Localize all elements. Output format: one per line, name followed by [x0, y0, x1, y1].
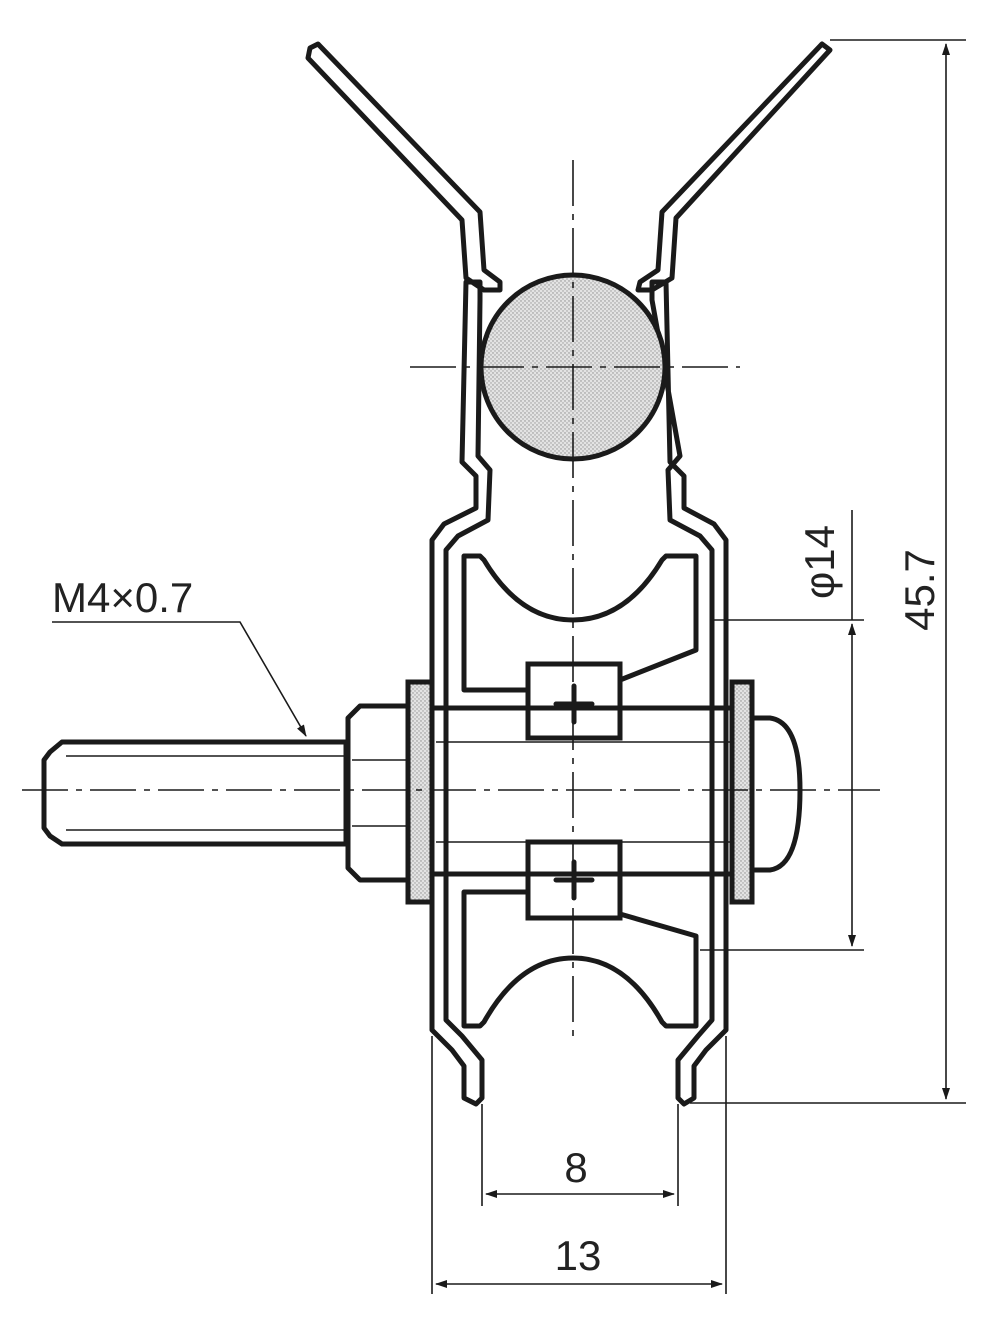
thread-leader	[52, 621, 307, 737]
height-label: 45.7	[896, 549, 943, 631]
inner-width-label: 8	[564, 1144, 587, 1191]
dimension-lines	[435, 43, 950, 1288]
bracket	[429, 279, 729, 1107]
pulley-wheel	[461, 553, 699, 1029]
thread-label: M4×0.7	[52, 574, 193, 621]
diameter-label: φ14	[796, 525, 843, 599]
bearing-lower	[525, 839, 623, 921]
extension-lines	[431, 39, 966, 1294]
shaft	[41, 679, 803, 905]
rail-wire	[305, 41, 833, 293]
bearing-upper	[525, 661, 623, 741]
outer-width-label: 13	[555, 1232, 602, 1279]
center-lines	[22, 160, 880, 1038]
